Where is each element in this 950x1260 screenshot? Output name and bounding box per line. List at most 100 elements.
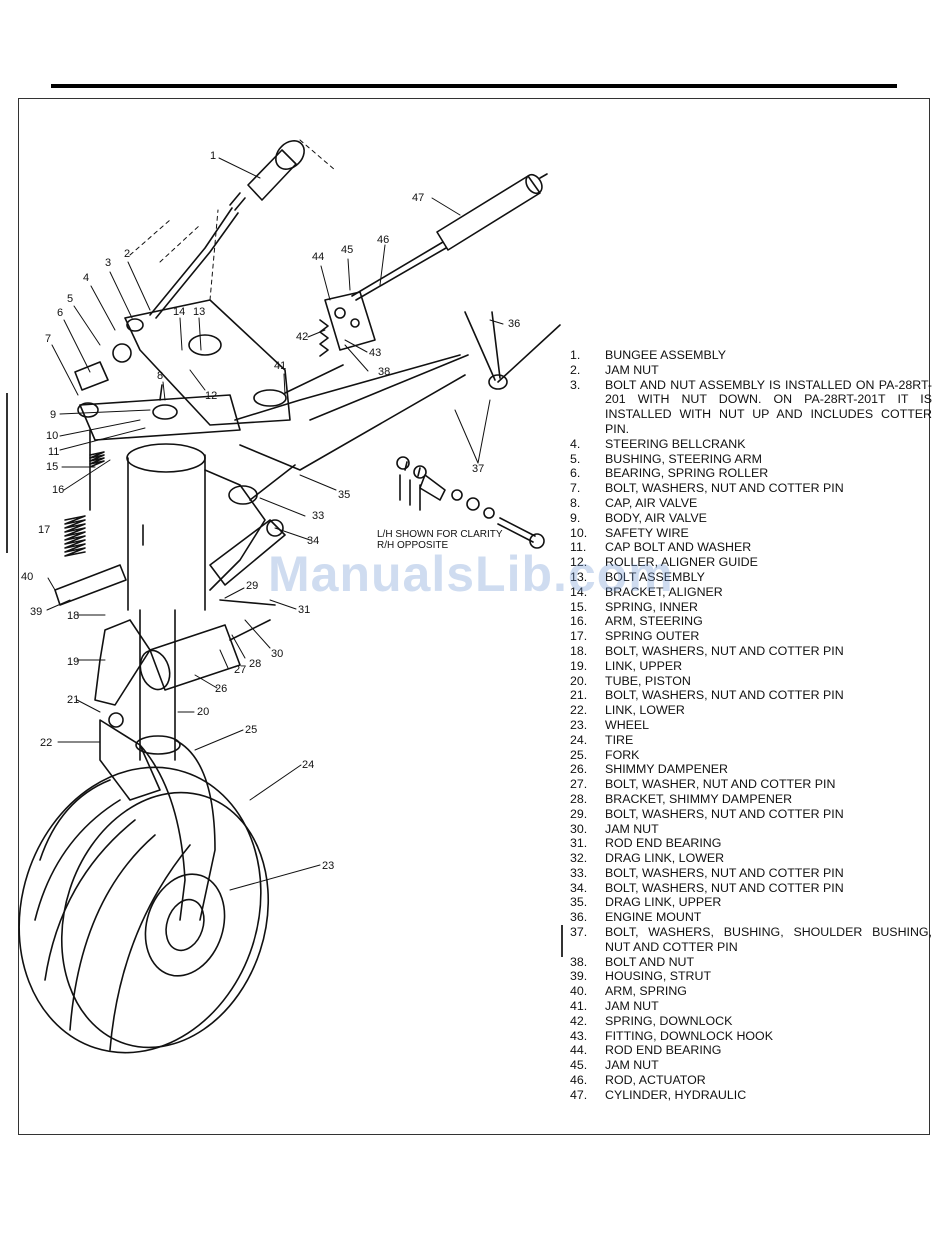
- callout-15: 15: [46, 461, 59, 473]
- legend-text: CYLINDER, HYDRAULIC: [605, 1087, 747, 1102]
- legend-number: 10.: [570, 525, 588, 540]
- legend-item: 8. CAP, AIR VALVE: [570, 496, 932, 511]
- legend-text: CAP, AIR VALVE: [605, 495, 698, 510]
- legend-number: 46.: [570, 1073, 588, 1088]
- legend-number: 14.: [570, 584, 588, 599]
- legend-text: BOLT, WASHERS, BUSHING, SHOULDER BUSHING…: [605, 925, 932, 954]
- legend-text: BOLT, WASHERS, NUT AND COTTER PIN: [605, 688, 844, 703]
- callout-43: 43: [369, 347, 382, 359]
- callout-11: 11: [48, 446, 60, 458]
- top-rule: [51, 84, 897, 88]
- legend-text: ROD, ACTUATOR: [605, 1073, 706, 1088]
- legend-number: 37.: [570, 925, 588, 940]
- legend-number: 13.: [570, 569, 588, 584]
- legend-text: DRAG LINK, LOWER: [605, 851, 725, 866]
- downlock-assembly: [284, 291, 376, 394]
- legend-item: 27.BOLT, WASHER, NUT AND COTTER PIN: [570, 777, 932, 792]
- legend-text: BRACKET, ALIGNER: [605, 584, 723, 599]
- legend-number: 8.: [570, 495, 581, 510]
- callout-44: 44: [312, 251, 325, 263]
- hydraulic-cylinder: [351, 173, 548, 301]
- callout-40: 40: [21, 571, 34, 583]
- callout-27: 27: [234, 664, 247, 676]
- legend-item: 44.ROD END BEARING: [570, 1043, 932, 1058]
- callout-9: 9: [50, 409, 57, 421]
- legend-number: 32.: [570, 851, 588, 866]
- legend-number: 38.: [570, 954, 588, 969]
- callout-3: 3: [105, 257, 112, 269]
- legend-text: WHEEL: [605, 717, 650, 732]
- note-line-2: R/H OPPOSITE: [377, 540, 449, 551]
- legend-number: 41.: [570, 999, 588, 1014]
- legend-number: 3.: [570, 377, 581, 392]
- callout-34: 34: [307, 535, 320, 547]
- legend-text: BRACKET, SHIMMY DAMPENER: [605, 791, 793, 806]
- legend-number: 31.: [570, 836, 588, 851]
- legend-text: BOLT, WASHERS, NUT AND COTTER PIN: [605, 865, 844, 880]
- center-lines: [129, 139, 336, 301]
- callout-13: 13: [193, 306, 206, 318]
- legend-number: 9.: [570, 510, 581, 525]
- legend-number: 39.: [570, 969, 588, 984]
- callout-28: 28: [249, 658, 262, 670]
- callout-1: 1: [210, 150, 217, 162]
- legend-number: 5.: [570, 451, 581, 466]
- legend-text: ROLLER, ALIGNER GUIDE: [605, 555, 758, 570]
- shimmy-dampener: [139, 619, 271, 691]
- legend-item: 46. ROD, ACTUATOR: [570, 1073, 932, 1088]
- callout-10: 10: [46, 430, 59, 442]
- change-bar-left: [6, 393, 8, 553]
- legend-text: BOLT, WASHER, NUT AND COTTER PIN: [605, 777, 836, 792]
- callout-46: 46: [377, 234, 390, 246]
- callout-16: 16: [52, 484, 65, 496]
- legend-item: 22.LINK, LOWER: [570, 703, 932, 718]
- callout-47: 47: [412, 192, 425, 204]
- legend-number: 4.: [570, 436, 581, 451]
- figure-frame: [18, 98, 930, 1135]
- legend-text: BOLT, WASHERS, NUT AND COTTER PIN: [605, 880, 844, 895]
- callout-45: 45: [341, 244, 354, 256]
- legend-item: 43.FITTING, DOWNLOCK HOOK: [570, 1029, 932, 1044]
- legend-number: 26.: [570, 762, 588, 777]
- callout-21: 21: [67, 694, 80, 706]
- note-line-1: L/H SHOWN FOR CLARITY: [377, 529, 503, 540]
- legend-number: 43.: [570, 1028, 588, 1043]
- callout-26: 26: [215, 683, 228, 695]
- diagram-note: L/H SHOWN FOR CLARITY R/H OPPOSITE: [377, 529, 503, 551]
- callout-18: 18: [67, 610, 80, 622]
- legend-item: 17.SPRING OUTER: [570, 629, 932, 644]
- legend-item: 45.JAM NUT: [570, 1058, 932, 1073]
- callout-2: 2: [124, 248, 131, 260]
- legend-item: 41. JAM NUT: [570, 999, 932, 1014]
- legend-number: 6.: [570, 466, 581, 481]
- legend-number: 22.: [570, 703, 588, 718]
- callout-17: 17: [38, 524, 51, 536]
- legend-number: 18.: [570, 643, 588, 658]
- legend-number: 11.: [570, 540, 587, 555]
- legend-item: 10.SAFETY WIRE: [570, 526, 932, 541]
- legend-text: JAM NUT: [605, 999, 659, 1014]
- legend-item: 2.JAM NUT: [570, 363, 932, 378]
- legend-item: 36.ENGINE MOUNT: [570, 910, 932, 925]
- legend-text: JAM NUT: [605, 821, 659, 836]
- callout-22: 22: [40, 737, 53, 749]
- callout-6: 6: [57, 307, 64, 319]
- legend-item: 1.BUNGEE ASSEMBLY: [570, 348, 932, 363]
- legend-number: 44.: [570, 1043, 588, 1058]
- callout-5: 5: [67, 293, 74, 305]
- legend-text: JAM NUT: [605, 1058, 659, 1073]
- legend-text: ROD END BEARING: [605, 836, 722, 851]
- legend-text: BOLT ASSEMBLY: [605, 569, 705, 584]
- legend-text: STEERING BELLCRANK: [605, 436, 746, 451]
- engine-mount: [309, 311, 561, 421]
- legend-item: 18. BOLT, WASHERS, NUT AND COTTER PIN: [570, 644, 932, 659]
- legend-text: BOLT, WASHERS, NUT AND COTTER PIN: [605, 643, 844, 658]
- legend-item: 28.BRACKET, SHIMMY DAMPENER: [570, 792, 932, 807]
- callout-20: 20: [197, 706, 210, 718]
- legend-item: 26.SHIMMY DAMPENER: [570, 762, 932, 777]
- legend-text: ARM, STEERING: [605, 614, 703, 629]
- legend-number: 36.: [570, 910, 588, 925]
- legend-text: HOUSING, STRUT: [605, 969, 712, 984]
- legend-number: 15.: [570, 599, 588, 614]
- legend-number: 30.: [570, 821, 588, 836]
